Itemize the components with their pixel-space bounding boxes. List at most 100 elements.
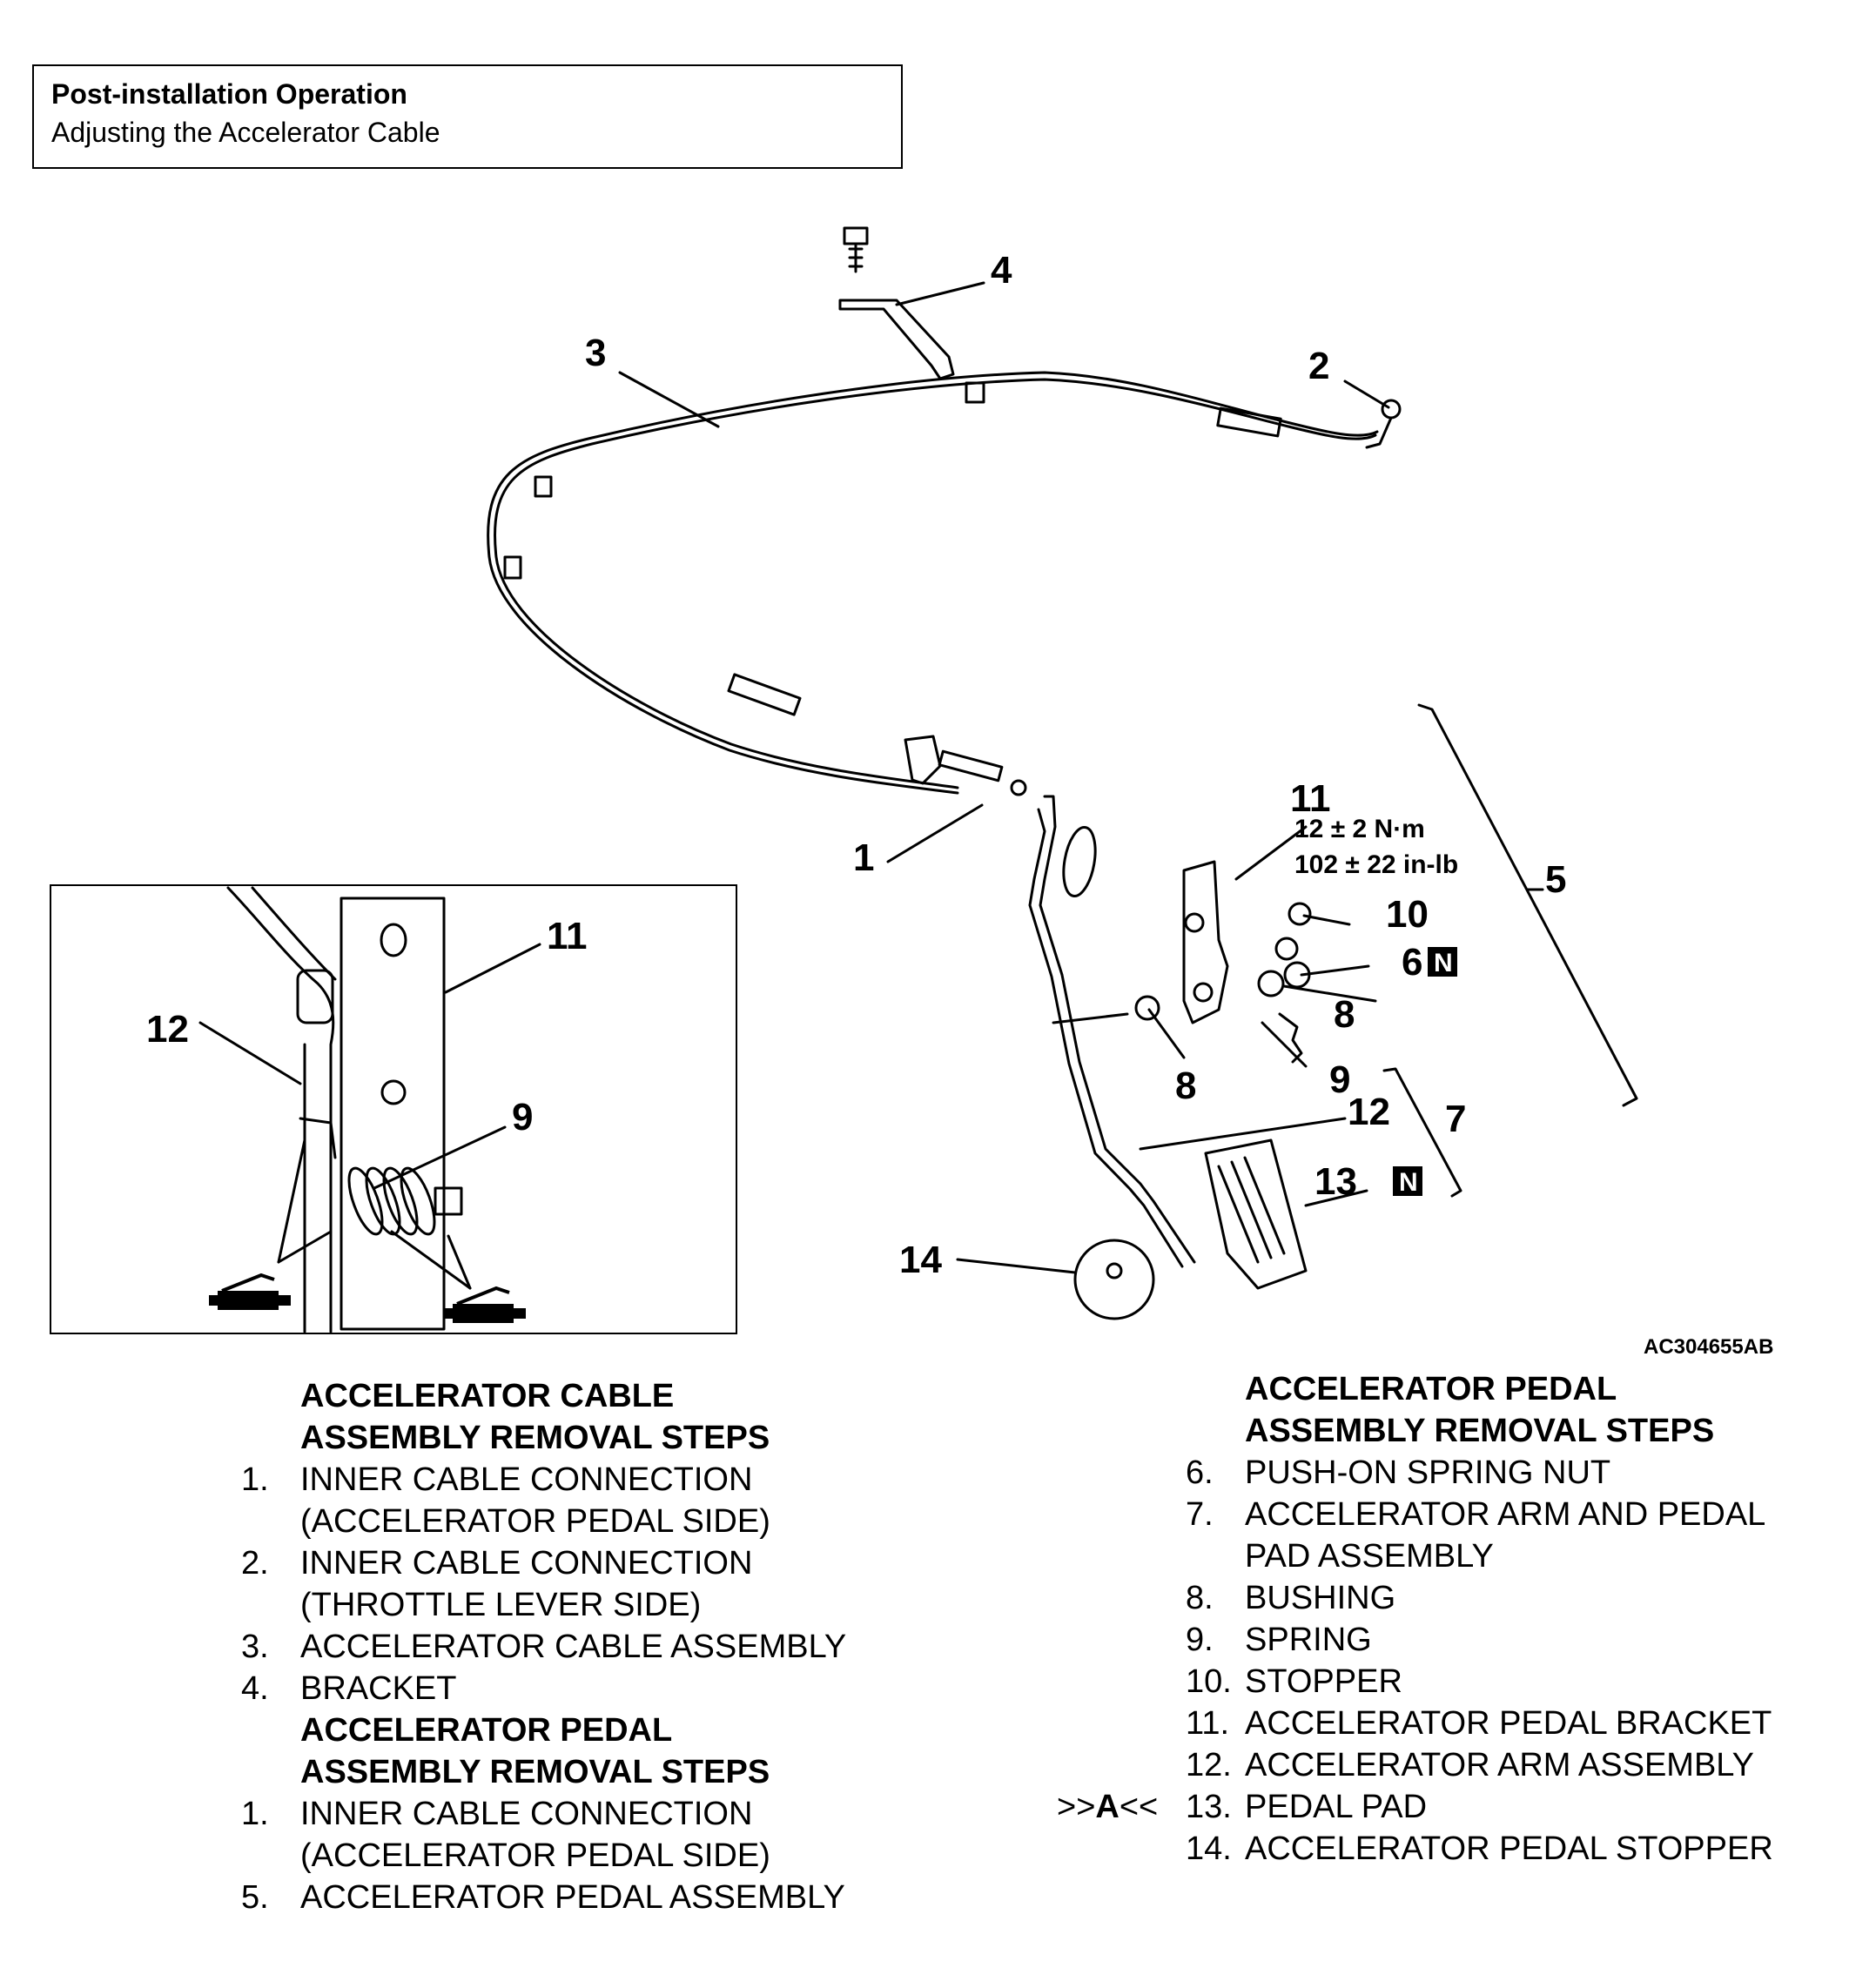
n-badge-13-label: N bbox=[1399, 1168, 1418, 1197]
step-number: 14. bbox=[1186, 1830, 1232, 1867]
list-item: 5. ACCELERATOR PEDAL ASSEMBLY bbox=[241, 1877, 846, 1918]
header-title: Post-installation Operation bbox=[51, 78, 407, 110]
right-heading-line2: ASSEMBLY REMOVAL STEPS bbox=[1245, 1413, 1715, 1449]
accelerator-cable bbox=[494, 378, 1377, 789]
left-heading1-line2: ASSEMBLY REMOVAL STEPS bbox=[300, 1420, 770, 1456]
list-item: 1. INNER CABLE CONNECTION bbox=[241, 1793, 846, 1835]
callout-8b: 8 bbox=[1334, 993, 1355, 1036]
step-text: BUSHING bbox=[1245, 1580, 1396, 1616]
inset-detail: 12 11 9 bbox=[50, 884, 737, 1334]
pedal-bracket bbox=[1182, 860, 1229, 1024]
callout-12: 12 bbox=[1348, 1091, 1390, 1133]
step-number: 11. bbox=[1186, 1705, 1230, 1742]
step-text: PAD ASSEMBLY bbox=[1245, 1538, 1494, 1575]
marker-prefix: >> bbox=[1057, 1789, 1096, 1825]
figure-code: AC304655AB bbox=[1644, 1335, 1773, 1359]
torque-nm: 12 ± 2 N·m bbox=[1294, 815, 1425, 843]
marker-suffix: << bbox=[1119, 1789, 1159, 1825]
inset-callout-9: 9 bbox=[512, 1096, 533, 1138]
list-item: 2. INNER CABLE CONNECTION bbox=[241, 1542, 846, 1584]
step-text: SPRING bbox=[1245, 1622, 1372, 1658]
grease-gun-icon-left bbox=[209, 1273, 291, 1310]
list-item: 8. BUSHING bbox=[1186, 1577, 1773, 1619]
inset-callout-11: 11 bbox=[547, 915, 588, 957]
list-item: 12. ACCELERATOR ARM ASSEMBLY bbox=[1186, 1744, 1773, 1786]
callout-10: 10 bbox=[1386, 893, 1429, 936]
list-item: 3. ACCELERATOR CABLE ASSEMBLY bbox=[241, 1626, 846, 1668]
step-number: 1. bbox=[241, 1461, 269, 1498]
step-text: INNER CABLE CONNECTION bbox=[300, 1461, 753, 1498]
step-text: (THROTTLE LEVER SIDE) bbox=[300, 1587, 702, 1623]
step-text: (ACCELERATOR PEDAL SIDE) bbox=[300, 1837, 770, 1874]
right-steps-list: ACCELERATOR PEDAL ASSEMBLY REMOVAL STEPS… bbox=[1186, 1368, 1773, 1870]
callout-14: 14 bbox=[899, 1239, 942, 1281]
step-text: STOPPER bbox=[1245, 1663, 1402, 1700]
torque-inlb: 102 ± 22 in-lb bbox=[1294, 850, 1458, 879]
callout-11: 11 bbox=[1290, 777, 1331, 820]
callout-6: 6 bbox=[1402, 941, 1422, 984]
list-item: 13. PEDAL PAD bbox=[1186, 1786, 1773, 1828]
step-text: (ACCELERATOR PEDAL SIDE) bbox=[300, 1503, 770, 1540]
step-number: 6. bbox=[1186, 1454, 1214, 1491]
step-number: 12. bbox=[1186, 1747, 1232, 1783]
step-number: 1. bbox=[241, 1796, 269, 1832]
step-text: ACCELERATOR ARM ASSEMBLY bbox=[1245, 1747, 1754, 1783]
list-item: 11. ACCELERATOR PEDAL BRACKET bbox=[1186, 1703, 1773, 1744]
accelerator-arm bbox=[1039, 795, 1196, 1264]
callout-7: 7 bbox=[1445, 1098, 1466, 1140]
callout-13: 13 bbox=[1314, 1160, 1357, 1203]
step-text: ACCELERATOR PEDAL ASSEMBLY bbox=[300, 1879, 845, 1916]
list-item-continuation: (THROTTLE LEVER SIDE) bbox=[241, 1584, 846, 1626]
right-heading-line1: ACCELERATOR PEDAL bbox=[1245, 1371, 1617, 1407]
n-badge-13 bbox=[1393, 1166, 1422, 1196]
step-text: ACCELERATOR PEDAL BRACKET bbox=[1245, 1705, 1772, 1742]
list-item-continuation: (ACCELERATOR PEDAL SIDE) bbox=[241, 1835, 846, 1877]
pedal-stopper bbox=[1073, 1239, 1155, 1320]
list-item: 14. ACCELERATOR PEDAL STOPPER bbox=[1186, 1828, 1773, 1870]
list-item: 1. INNER CABLE CONNECTION bbox=[241, 1459, 846, 1501]
step-text: ACCELERATOR ARM AND PEDAL bbox=[1245, 1496, 1766, 1533]
step-text: INNER CABLE CONNECTION bbox=[300, 1796, 753, 1832]
callout-4: 4 bbox=[991, 249, 1012, 292]
marker-letter: A bbox=[1095, 1789, 1119, 1825]
step-text: PEDAL PAD bbox=[1245, 1789, 1428, 1825]
n-badge-6 bbox=[1428, 947, 1457, 977]
step-number: 13. bbox=[1186, 1789, 1232, 1825]
list-item-continuation: PAD ASSEMBLY bbox=[1186, 1535, 1773, 1577]
procedure-marker: >>A<< bbox=[1057, 1786, 1158, 1828]
step-number: 3. bbox=[241, 1629, 269, 1665]
callout-3: 3 bbox=[585, 332, 606, 374]
callout-8a: 8 bbox=[1175, 1065, 1196, 1107]
left-heading1-line1: ACCELERATOR CABLE bbox=[300, 1378, 675, 1414]
callout-9: 9 bbox=[1329, 1058, 1350, 1101]
grease-gun-icon-right bbox=[444, 1286, 526, 1323]
step-text: ACCELERATOR PEDAL STOPPER bbox=[1245, 1830, 1773, 1867]
list-item: 4. BRACKET bbox=[241, 1668, 846, 1709]
pedal-pad bbox=[1204, 1138, 1308, 1290]
step-number: 4. bbox=[241, 1670, 269, 1707]
step-number: 8. bbox=[1186, 1580, 1214, 1616]
step-text: ACCELERATOR CABLE ASSEMBLY bbox=[300, 1629, 847, 1665]
n-badge-6-label: N bbox=[1434, 949, 1453, 977]
header-subtitle: Adjusting the Accelerator Cable bbox=[51, 117, 440, 148]
callout-2: 2 bbox=[1308, 345, 1329, 387]
callout-1: 1 bbox=[853, 836, 874, 879]
step-number: 9. bbox=[1186, 1622, 1214, 1658]
step-text: PUSH-ON SPRING NUT bbox=[1245, 1454, 1611, 1491]
list-item: 9. SPRING bbox=[1186, 1619, 1773, 1661]
step-text: INNER CABLE CONNECTION bbox=[300, 1545, 753, 1582]
list-item-continuation: (ACCELERATOR PEDAL SIDE) bbox=[241, 1501, 846, 1542]
callout-5: 5 bbox=[1545, 858, 1566, 901]
header-box: Post-installation Operation Adjusting th… bbox=[32, 64, 903, 169]
list-item: 7. ACCELERATOR ARM AND PEDAL bbox=[1186, 1494, 1773, 1535]
step-number: 5. bbox=[241, 1879, 269, 1916]
step-number: 10. bbox=[1186, 1663, 1232, 1700]
list-item: 6. PUSH-ON SPRING NUT bbox=[1186, 1452, 1773, 1494]
step-text: BRACKET bbox=[300, 1670, 457, 1707]
step-number: 7. bbox=[1186, 1496, 1214, 1533]
bracket-4 bbox=[838, 299, 955, 380]
left-steps-list: ACCELERATOR CABLE ASSEMBLY REMOVAL STEPS… bbox=[241, 1375, 846, 1918]
inset-callout-12: 12 bbox=[146, 1008, 189, 1051]
left-heading2-line2: ASSEMBLY REMOVAL STEPS bbox=[300, 1754, 770, 1790]
